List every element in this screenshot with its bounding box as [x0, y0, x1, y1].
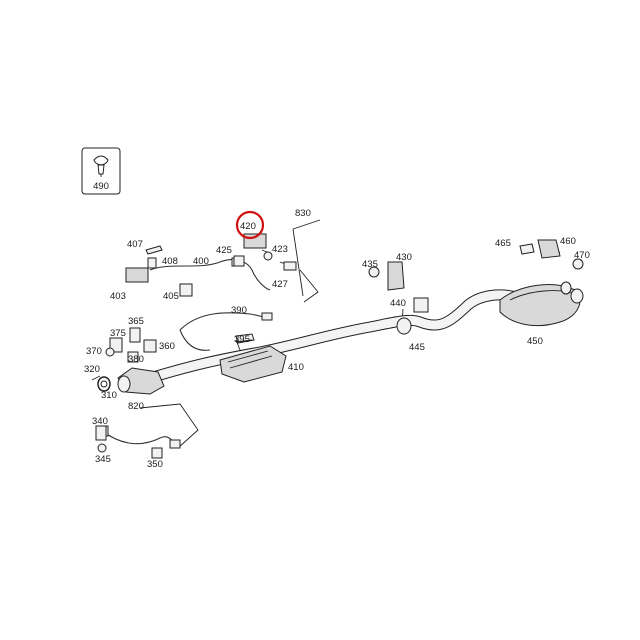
label-423[interactable]: 423	[272, 244, 288, 255]
label-435[interactable]: 435	[362, 259, 378, 270]
connector-407	[145, 245, 163, 255]
clip-350	[151, 447, 163, 459]
label-395[interactable]: 395	[234, 334, 250, 345]
label-427[interactable]: 427	[272, 279, 288, 290]
bracket-465	[519, 243, 535, 255]
bracket-375	[109, 337, 123, 353]
clamp-408	[147, 257, 157, 269]
nut-370	[105, 347, 115, 357]
screw-clip-icon	[93, 155, 109, 177]
label-425[interactable]: 425	[216, 245, 232, 256]
nut-470	[572, 258, 584, 270]
label-830[interactable]: 830	[295, 208, 311, 219]
clamp-360	[143, 339, 157, 353]
label-460[interactable]: 460	[560, 236, 576, 247]
label-450[interactable]: 450	[527, 336, 543, 347]
label-430[interactable]: 430	[396, 252, 412, 263]
bolt-423	[263, 251, 273, 261]
nut-425	[233, 255, 245, 267]
label-345[interactable]: 345	[95, 454, 111, 465]
support-365	[129, 327, 141, 343]
label-407[interactable]: 407	[127, 239, 143, 250]
bracket-403	[125, 267, 149, 283]
label-445[interactable]: 445	[409, 342, 425, 353]
clamp-440	[413, 297, 429, 313]
part-labels: 830 420 407 425 423 408 400 403 405 427 …	[84, 208, 590, 470]
label-340[interactable]: 340	[92, 416, 108, 427]
label-370[interactable]: 370	[86, 346, 102, 357]
label-365[interactable]: 365	[128, 316, 144, 327]
bolt-435	[368, 266, 380, 278]
label-310[interactable]: 310	[101, 390, 117, 401]
bracket-460	[537, 239, 561, 259]
clamp-380	[127, 351, 139, 363]
inset-box[interactable]: 490	[81, 147, 121, 195]
label-360[interactable]: 360	[159, 341, 175, 352]
gasket-445	[396, 317, 412, 335]
label-410[interactable]: 410	[288, 362, 304, 373]
label-375[interactable]: 375	[110, 328, 126, 339]
label-470[interactable]: 470	[574, 250, 590, 261]
screw-345	[97, 443, 107, 453]
bracket-405	[179, 283, 193, 297]
sensor-427	[283, 261, 297, 271]
heat-shield-395[interactable]	[235, 333, 255, 344]
label-405[interactable]: 405	[163, 291, 179, 302]
clip-340	[95, 425, 107, 441]
label-465[interactable]: 465	[495, 238, 511, 249]
front-catalyst[interactable]	[97, 367, 165, 395]
label-400[interactable]: 400	[193, 256, 209, 267]
label-350[interactable]: 350	[147, 459, 163, 470]
exhaust-pipe[interactable]	[144, 289, 526, 384]
rear-muffler[interactable]	[499, 281, 584, 327]
label-440[interactable]: 440	[390, 298, 406, 309]
label-403[interactable]: 403	[110, 291, 126, 302]
label-420[interactable]: 420	[240, 221, 256, 232]
label-380[interactable]: 380	[128, 354, 144, 365]
label-320[interactable]: 320	[84, 364, 100, 375]
inset-label: 490	[93, 181, 109, 192]
main-catalyst[interactable]	[219, 345, 287, 383]
label-390[interactable]: 390	[231, 305, 247, 316]
oxygen-sensor-wire-820[interactable]	[97, 425, 181, 449]
highlight-ring	[235, 210, 265, 240]
oxygen-sensor-wire-390[interactable]	[179, 312, 273, 351]
label-820[interactable]: 820	[128, 401, 144, 412]
label-408[interactable]: 408	[162, 256, 178, 267]
hanger-430	[387, 261, 405, 291]
